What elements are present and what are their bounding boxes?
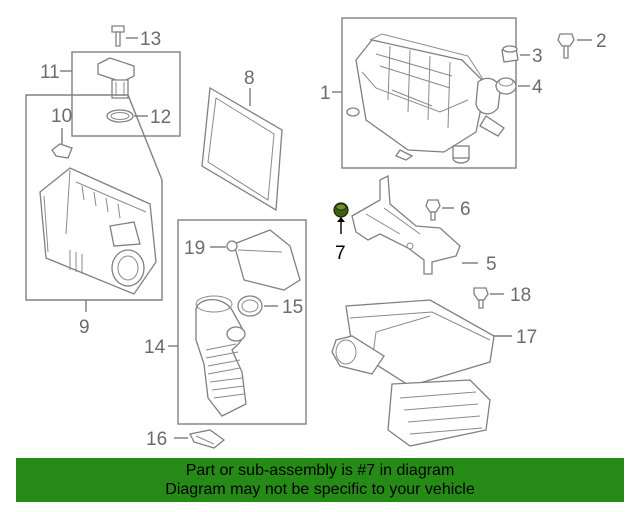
- callout-16: 16: [146, 429, 167, 450]
- part-9-air-cleaner-case[interactable]: [39, 167, 157, 295]
- part-4-grommet[interactable]: [495, 77, 517, 95]
- callout-12: 12: [150, 107, 171, 128]
- part-19-resonator[interactable]: [226, 229, 301, 291]
- callout-11: 11: [40, 62, 60, 83]
- callout-15: 15: [282, 297, 303, 318]
- banner-line-1: Part or sub-assembly is #7 in diagram: [185, 462, 455, 479]
- callout-6: 6: [460, 199, 471, 220]
- callout-18: 18: [510, 285, 531, 306]
- part-11-group-box: [71, 51, 181, 137]
- callout-8: 8: [244, 68, 255, 89]
- part-8-filter-element[interactable]: [201, 86, 283, 212]
- callout-19: 19: [184, 238, 205, 259]
- banner-line-2: Diagram may not be specific to your vehi…: [165, 481, 475, 498]
- callout-5: 5: [486, 254, 497, 275]
- callout-9: 9: [79, 317, 90, 338]
- part-11-airflow-sensor[interactable]: [97, 57, 135, 99]
- callout-3: 3: [532, 46, 543, 67]
- part-9-group-box: [25, 94, 163, 301]
- part-1-air-cleaner-cover[interactable]: [341, 17, 517, 169]
- callout-7: 7: [335, 243, 346, 264]
- callout-4: 4: [532, 77, 543, 98]
- callout-13: 13: [140, 29, 161, 50]
- part-3-grommet[interactable]: [501, 45, 519, 63]
- part-13-screw[interactable]: [111, 25, 125, 47]
- part-6-bolt[interactable]: [425, 199, 441, 221]
- part-7-grommet-highlighted[interactable]: [333, 202, 349, 218]
- callout-1: 1: [320, 83, 331, 104]
- info-banner: Part or sub-assembly is #7 in diagram Di…: [16, 458, 624, 502]
- callout-14: 14: [144, 337, 166, 358]
- part-14-intake-hose[interactable]: [195, 295, 247, 417]
- callout-10: 10: [51, 106, 72, 127]
- callout-17: 17: [516, 327, 537, 348]
- part-5-bracket[interactable]: [351, 174, 461, 275]
- part-16-clip[interactable]: [189, 429, 226, 449]
- part-17-air-duct[interactable]: [331, 299, 495, 447]
- part-14-group-box: [177, 219, 307, 425]
- part-2-bolt[interactable]: [557, 33, 575, 59]
- part-18-bolt[interactable]: [473, 287, 489, 309]
- part-10-clip[interactable]: [51, 143, 73, 159]
- part-15-clamp[interactable]: [237, 295, 263, 317]
- callout-2: 2: [596, 31, 607, 52]
- part-12-o-ring[interactable]: [106, 109, 134, 123]
